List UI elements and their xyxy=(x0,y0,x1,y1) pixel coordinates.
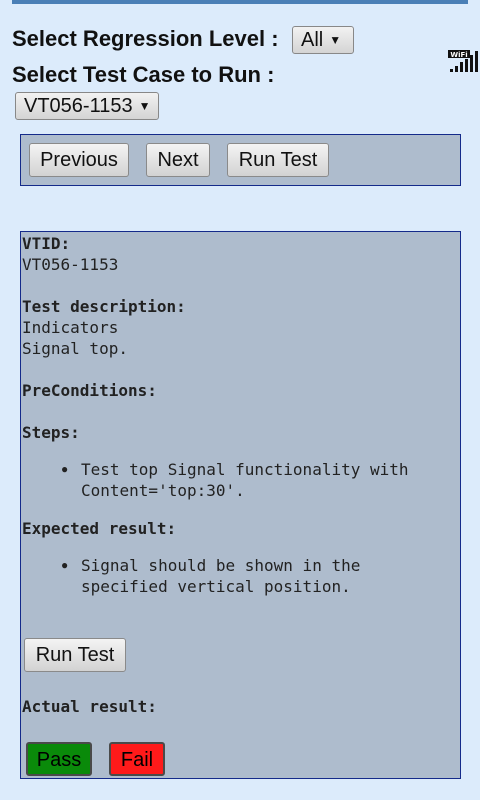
bullet-icon: ● xyxy=(61,558,69,572)
step-item-line: Test top Signal functionality with xyxy=(81,460,409,479)
regression-level-label: Select Regression Level : xyxy=(12,26,279,51)
expected-item-line: specified vertical position. xyxy=(81,577,351,596)
regression-level-select[interactable]: All ▼ xyxy=(292,26,354,54)
wifi-signal-icon: WiFi xyxy=(448,50,480,74)
chevron-down-icon: ▼ xyxy=(138,99,151,113)
wifi-text: WiFi xyxy=(450,51,467,59)
expected-item-line: Signal should be shown in the xyxy=(81,556,361,575)
steps-label: Steps: xyxy=(22,423,80,442)
vtid-value: VT056-1153 xyxy=(22,255,119,274)
run-test-button[interactable]: Run Test xyxy=(227,143,329,177)
chevron-down-icon: ▼ xyxy=(329,33,342,47)
test-description-line: Indicators xyxy=(22,318,119,337)
fail-button[interactable]: Fail xyxy=(109,742,165,776)
pass-button[interactable]: Pass xyxy=(26,742,92,776)
test-details-panel: VTID: VT056-1153 Test description: Indic… xyxy=(20,231,461,779)
test-description-line: Signal top. xyxy=(22,339,128,358)
vtid-label: VTID: xyxy=(22,234,71,253)
test-description-label: Test description: xyxy=(22,297,186,316)
bullet-icon: ● xyxy=(61,462,69,476)
next-button[interactable]: Next xyxy=(146,143,210,177)
actual-result-label: Actual result: xyxy=(22,697,157,716)
run-test-bottom-button[interactable]: Run Test xyxy=(24,638,126,672)
previous-button[interactable]: Previous xyxy=(29,143,129,177)
expected-result-label: Expected result: xyxy=(22,519,177,538)
regression-level-value: All xyxy=(301,29,324,51)
test-case-select[interactable]: VT056-1153 ▼ xyxy=(15,92,159,120)
top-accent-bar xyxy=(12,0,468,4)
test-case-label: Select Test Case to Run : xyxy=(12,62,275,87)
preconditions-label: PreConditions: xyxy=(22,381,157,400)
step-item-line: Content='top:30'. xyxy=(81,481,245,500)
test-case-value: VT056-1153 xyxy=(24,95,133,117)
navigation-panel: Previous Next Run Test xyxy=(20,134,461,186)
